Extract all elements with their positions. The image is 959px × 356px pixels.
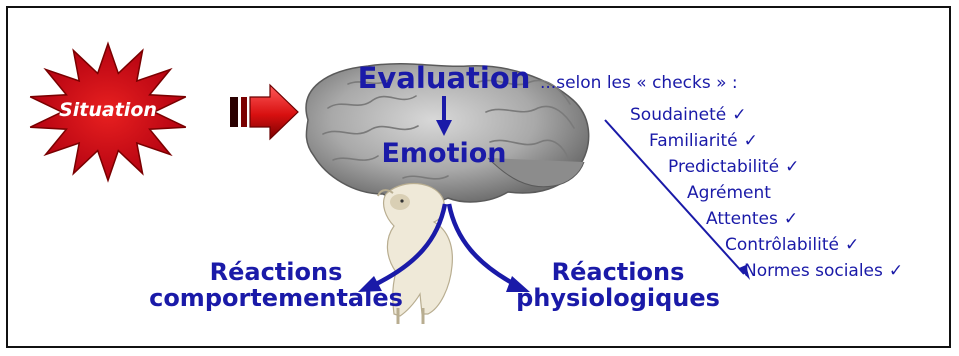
check-label: Agrément (687, 183, 771, 203)
reactions-left-line1: Réactions (210, 258, 343, 286)
emotion-label: Emotion (381, 138, 506, 169)
situation-starburst-icon: Situation (30, 44, 186, 181)
checkmark-icon: ✓ (744, 131, 758, 151)
red-arrow-icon (230, 85, 298, 139)
evaluation-label: Evaluation (358, 61, 531, 95)
check-item: Soudaineté ✓ (630, 105, 747, 125)
check-label: Contrôlabilité (725, 235, 839, 255)
check-item: Attentes ✓ (706, 209, 798, 229)
check-item: Agrément (687, 183, 771, 203)
check-item: Contrôlabilité ✓ (725, 235, 859, 255)
check-label: Predictabilité (668, 157, 779, 177)
check-item: Normes sociales ✓ (744, 261, 903, 281)
reactions-left-line2: comportementales (149, 284, 403, 312)
appraisal-diagram: Situation Evaluation (8, 8, 951, 348)
check-item: Predictabilité ✓ (668, 157, 799, 177)
check-label: Attentes (706, 209, 778, 229)
checkmark-icon: ✓ (732, 105, 746, 125)
checkmark-icon: ✓ (784, 209, 798, 229)
checks-intro: ...selon les « checks » : (540, 73, 738, 93)
check-label: Familiarité (649, 131, 738, 151)
diagram-frame: Situation Evaluation (6, 6, 951, 348)
checkmark-icon: ✓ (845, 235, 859, 255)
reactions-right-line1: Réactions (552, 258, 685, 286)
checkmark-icon: ✓ (889, 261, 903, 281)
check-label: Normes sociales (744, 261, 883, 281)
check-item: Familiarité ✓ (649, 131, 758, 151)
situation-label: Situation (59, 99, 157, 121)
reactions-right-line2: physiologiques (516, 284, 720, 312)
check-label: Soudaineté (630, 105, 726, 125)
checkmark-icon: ✓ (785, 157, 799, 177)
